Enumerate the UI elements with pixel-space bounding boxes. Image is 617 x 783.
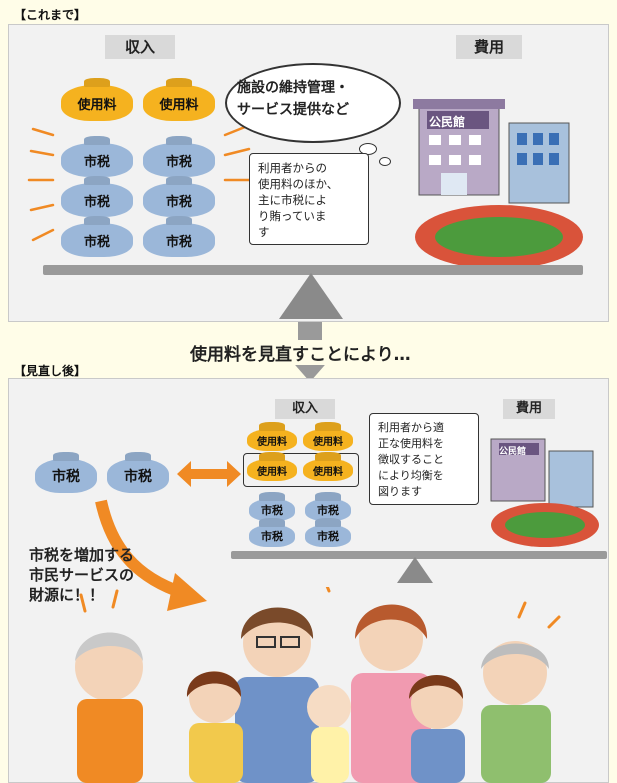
before-note: 利用者からの 使用料のほか、 主に市税によ り賄っていま す (249, 153, 369, 245)
tax-bag-label: 市税 (165, 154, 192, 170)
note-line: 利用者から適 (378, 421, 444, 434)
motion-lines-icon (223, 125, 253, 182)
tax-bag: 市税 (143, 143, 215, 177)
note-line: により均衡を (378, 469, 444, 482)
middle-caption: 使用料を見直すことにより… (186, 340, 415, 365)
building-sign: 公民館 (499, 447, 527, 457)
cloud-text-line: 施設の維持管理・ (237, 80, 349, 96)
fee-bag: 使用料 (303, 459, 353, 481)
message-line: 財源に！！ (29, 586, 105, 604)
tax-bag: 市税 (143, 183, 215, 217)
tax-bag: 市税 (143, 223, 215, 257)
fee-bag: 使用料 (247, 429, 297, 451)
balance-beam (43, 265, 583, 275)
after-section-label: 【見直し後】 (14, 364, 87, 378)
tax-bag-label: 市税 (52, 469, 80, 485)
tax-bag-label: 市税 (317, 504, 339, 517)
tax-bag: 市税 (305, 525, 351, 547)
fee-bag-2: 使用料 (143, 85, 215, 121)
note-line: 利用者からの (258, 161, 327, 175)
fee-bag: 使用料 (247, 459, 297, 481)
before-income-title: 収入 (105, 35, 175, 59)
fee-bag-1: 使用料 (61, 85, 133, 121)
thought-cloud (225, 63, 401, 143)
tax-bag: 市税 (249, 499, 295, 521)
before-section-label: 【これまで】 (14, 8, 87, 22)
note-line: 主に市税によ (258, 193, 327, 207)
fee-bag: 使用料 (303, 429, 353, 451)
note-line: 徴収すること (378, 453, 444, 466)
fulcrum-icon (397, 557, 433, 583)
fee-bag-label: 使用料 (257, 436, 287, 448)
tax-bag: 市税 (107, 459, 169, 493)
tax-bag: 市税 (249, 525, 295, 547)
tax-bag-label: 市税 (165, 234, 192, 250)
tax-bag: 市税 (61, 223, 133, 257)
before-panel: 収入 費用 使用料 使用料 市税 市税 市税 市税 市税 市税 施設の維 (8, 24, 609, 322)
before-cost-title: 費用 (456, 35, 522, 59)
fee-bag-label: 使用料 (77, 97, 117, 113)
fee-bag-label: 使用料 (257, 466, 287, 478)
tax-bag-label: 市税 (83, 194, 110, 210)
note-line: す (258, 225, 270, 239)
after-cost-title: 費用 (503, 399, 555, 419)
tax-bag: 市税 (61, 183, 133, 217)
tax-bag: 市税 (305, 499, 351, 521)
cloud-text: 施設の維持管理・ サービス提供など (237, 77, 349, 121)
fee-bag-label: 使用料 (313, 436, 343, 448)
note-line: 図ります (378, 485, 422, 498)
community-hall-icon (413, 99, 583, 269)
fee-bag-label: 使用料 (159, 97, 199, 113)
family-illustration (75, 587, 561, 783)
message-line: 市民サービスの (29, 566, 135, 584)
tax-bag-label: 市税 (124, 469, 152, 485)
note-line: り賄っていま (258, 209, 327, 223)
fulcrum-icon (279, 273, 343, 319)
tax-bag-label: 市税 (317, 530, 339, 543)
tax-bag-label: 市税 (83, 154, 110, 170)
community-hall-icon (490, 438, 599, 547)
curved-arrow-icon (95, 499, 207, 611)
tax-bag-label: 市税 (83, 234, 110, 250)
bottom-message: 市税を増加する 市民サービスの 財源に！！ (29, 545, 134, 605)
fee-bag-label: 使用料 (313, 466, 343, 478)
tax-bag-label: 市税 (261, 504, 283, 517)
tax-bag: 市税 (35, 459, 97, 493)
note-line: 正な使用料を (378, 437, 444, 450)
building-sign: 公民館 (429, 115, 466, 129)
note-line: 使用料のほか、 (258, 177, 339, 191)
balance-beam (231, 551, 607, 559)
double-arrow-icon (177, 461, 241, 487)
tax-bag: 市税 (61, 143, 133, 177)
tax-bag-label: 市税 (165, 194, 192, 210)
motion-lines-icon (27, 127, 55, 242)
tax-bag-label: 市税 (261, 530, 283, 543)
after-income-title: 収入 (275, 399, 335, 419)
message-line: 市税を増加する (29, 546, 135, 564)
added-fee-highlight (243, 453, 359, 487)
cloud-bubble (379, 157, 391, 166)
cloud-text-line: サービス提供など (237, 102, 349, 118)
after-note: 利用者から適 正な使用料を 徴収すること により均衡を 図ります (369, 413, 479, 505)
after-panel: 収入 費用 市税 市税 使用料 使用料 使用料 使用料 市税 市税 市税 市税 … (8, 378, 609, 783)
